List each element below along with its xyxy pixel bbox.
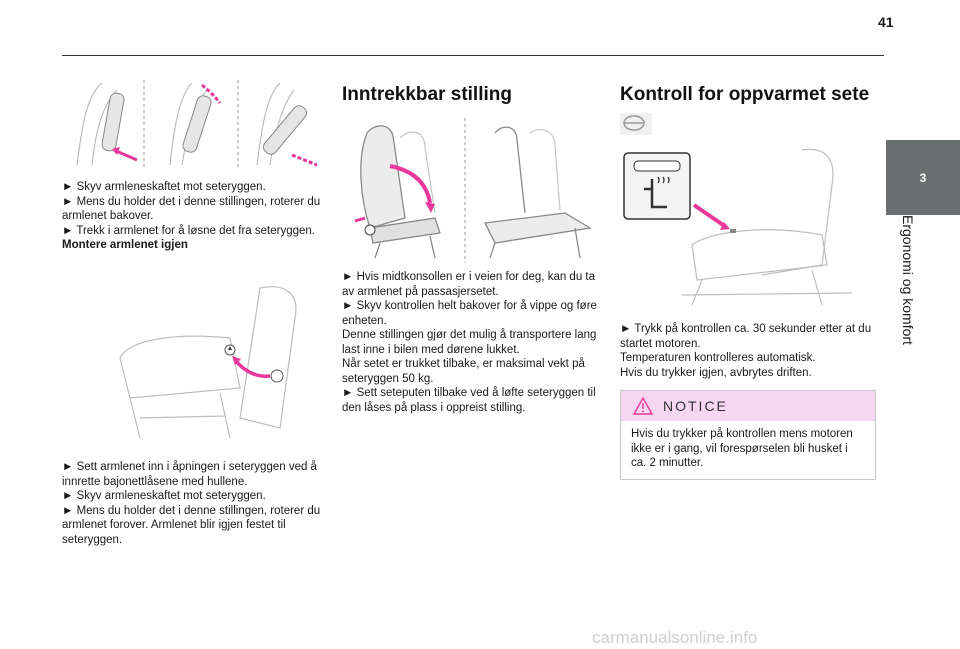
middle-step-1: ► Hvis midtkonsollen er i veien for deg,… [342, 271, 596, 298]
middle-step-2: ► Skyv kontrollen helt bakover for å vip… [342, 300, 597, 327]
page-number: 41 [878, 14, 894, 30]
left-refit-step-1: ► Sett armlenet inn i åpningen i seteryg… [62, 461, 317, 488]
middle-heading: Inntrekkbar stilling [342, 84, 512, 105]
warning-triangle-icon [633, 397, 653, 415]
left-refit-step-2: ► Skyv armleneskaftet mot seteryggen. [62, 490, 266, 502]
chapter-tab[interactable]: 3 [886, 140, 960, 215]
seat-fold-illustration [354, 118, 592, 263]
notice-text: Hvis du trykker på kontrollen mens motor… [631, 428, 853, 469]
heated-seat-illustration [623, 148, 853, 306]
middle-text-3: Denne stillingen gjør det mulig å transp… [342, 329, 597, 356]
left-step-2: ► Mens du holder det i denne stillingen,… [62, 195, 321, 223]
right-text-2: Temperaturen kontrolleres automatisk. [620, 352, 816, 364]
middle-step-5: ► Sett seteputen tilbake ved å løfte set… [342, 387, 596, 414]
header-rule [62, 55, 884, 56]
left-step-3: ► Trekk i armlenet for å løsne det fra s… [62, 224, 315, 237]
watermark: carmanualsonline.info [592, 628, 758, 647]
left-subheading: Montere armlenet igjen [62, 239, 188, 251]
left-step-1: ► Skyv armleneskaftet mot seteryggen. [62, 181, 266, 193]
notice-header: NOTICE [621, 391, 875, 421]
right-text-3: Hvis du trykker igjen, avbrytes driften. [620, 366, 812, 379]
armrest-refit-illustration [119, 286, 297, 439]
right-heading: Kontroll for oppvarmet sete [620, 84, 870, 105]
chapter-title: Ergonomi og komfort [900, 215, 916, 345]
notice-label: NOTICE [663, 398, 728, 414]
left-refit-step-3: ► Mens du holder det i denne stillingen,… [62, 504, 321, 546]
right-step-1: ► Trykk på kontrollen ca. 30 sekunder et… [620, 323, 872, 350]
steering-wheel-icon [620, 113, 652, 135]
notice-box: NOTICE Hvis du trykker på kontrollen men… [620, 390, 876, 480]
armrest-removal-illustration [76, 80, 318, 167]
middle-text-4: Når setet er trukket tilbake, er maksima… [342, 358, 585, 385]
